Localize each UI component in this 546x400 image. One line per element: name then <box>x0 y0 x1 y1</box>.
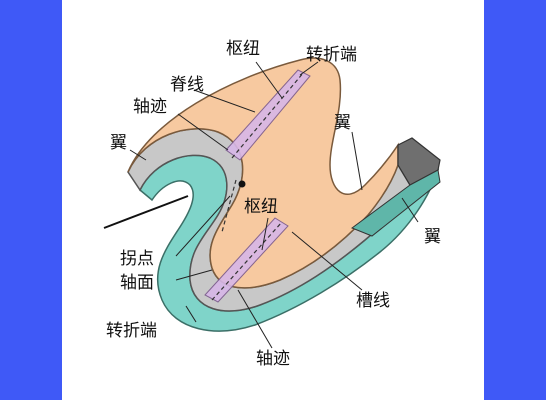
label-hinge-zone-top: 转折端 <box>306 45 357 65</box>
label-limb-left: 翼 <box>110 133 127 153</box>
right-limb-face-teal <box>350 169 441 237</box>
axial-strip-lower <box>204 217 289 303</box>
leader-hinge-mid <box>261 217 269 251</box>
label-inflection-point: 拐点 <box>120 249 154 269</box>
leader-limb-right <box>401 197 419 223</box>
label-crest-line: 脊线 <box>170 75 204 95</box>
label-limb-mid: 翼 <box>334 113 351 133</box>
label-axial-trace-bottom: 轴迹 <box>256 349 290 369</box>
upper-layer <box>127 57 399 289</box>
leader-hinge-top <box>255 61 283 99</box>
label-axial-plane: 轴面 <box>120 273 154 293</box>
leader-limb-mid <box>351 131 363 191</box>
inflection-point-dot <box>238 180 246 188</box>
leader-crest-line <box>193 89 256 113</box>
crest-dashed-line <box>231 71 305 159</box>
leader-axial-trace-bottom <box>237 289 273 349</box>
dashed-lines <box>211 71 305 301</box>
leader-trough-line <box>291 231 363 291</box>
leader-lines <box>129 61 419 349</box>
left-frame-band <box>0 0 62 400</box>
leader-hinge-zone-top <box>299 61 319 76</box>
leader-limb-left <box>129 149 147 161</box>
label-limb-right: 翼 <box>424 227 441 247</box>
label-hinge-top: 枢纽 <box>226 39 260 59</box>
label-axial-trace-top: 轴迹 <box>133 97 167 117</box>
label-hinge-zone-bottom: 转折端 <box>106 321 157 341</box>
inflection-axis-line <box>103 195 189 229</box>
leader-axial-plane <box>175 269 213 281</box>
leader-hinge-zone-bottom <box>185 305 197 323</box>
right-frame-band <box>484 0 546 400</box>
label-hinge-mid: 枢纽 <box>244 197 278 217</box>
label-trough-line: 槽线 <box>356 291 390 311</box>
leader-axial-trace-top <box>177 113 229 151</box>
trough-dashed-line <box>211 221 283 301</box>
axial-dashed-line <box>221 179 237 233</box>
leader-inflection <box>175 195 231 257</box>
